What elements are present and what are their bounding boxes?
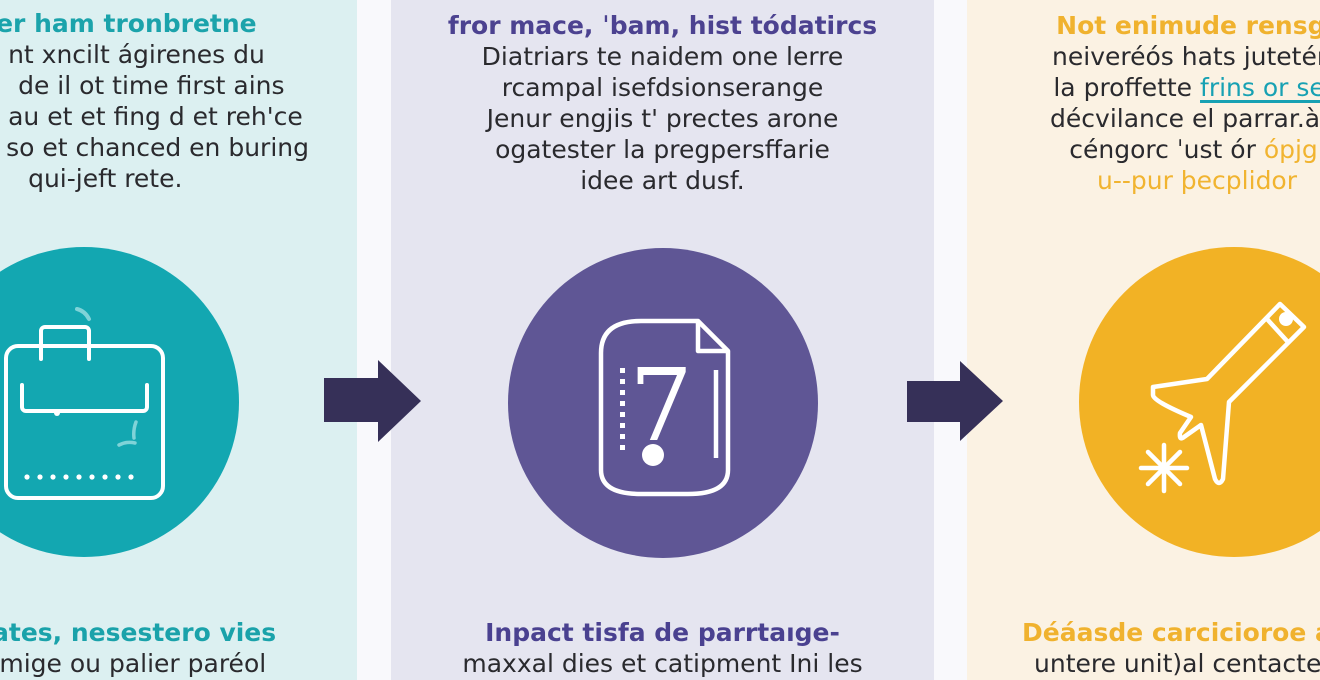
step-1-body-line: qui-jeft rete. xyxy=(28,164,183,193)
step-2-body-line: Jenur engjis t' prectes arone xyxy=(486,104,839,133)
step-2-body-line: idee art dusf. xyxy=(580,166,745,195)
step-3-body-line-with-link: la proffette frins or sen xyxy=(987,72,1320,103)
step-3-bottom-heading: Déáasde carcicioroe a xyxy=(1022,618,1320,647)
step-3-inline-link[interactable]: frins or sen xyxy=(1200,73,1320,102)
step-2-top-text: fror mace, ˈbam, hist tódatircs Diatriar… xyxy=(391,10,934,196)
step-3-body-line-accent: céngorc ˈust ór ópjgı xyxy=(987,134,1320,165)
step-3-heading: Not enimude rensgr xyxy=(1056,11,1320,40)
step-3-top-text: Not enimude rensgr neiveréós hats juteté… xyxy=(987,10,1320,196)
panel-divider xyxy=(934,0,967,680)
step-1-heading: er ham tronbretne xyxy=(0,9,257,38)
step-3-accent-text: ópjgı xyxy=(1263,135,1320,164)
step-1-icon-circle xyxy=(0,247,239,557)
step-1-bottom-heading: ates, nesestero vies xyxy=(0,618,277,647)
step-1-body-line: so et chanced en buring xyxy=(6,133,309,162)
step-3-bottom-line: untere unit)al centacte xyxy=(1034,649,1320,678)
step-2-panel: fror mace, ˈbam, hist tódatircs Diatriar… xyxy=(391,0,934,680)
step-2-icon-circle: 7 xyxy=(508,248,818,558)
step-1-body-line: nt xncilt ágirenes du xyxy=(8,40,265,69)
step-2-bottom-line: maxxal dies et catipment Ini les xyxy=(462,649,863,678)
step-2-bottom-text: Inpact tisfa de parrtaıge- maxxal dies e… xyxy=(391,617,934,679)
step-3-accent-line: u--pur þecplidor xyxy=(1096,166,1298,195)
svg-text:7: 7 xyxy=(629,347,693,464)
step-2-body-line: ogatester la pregpersffarie xyxy=(495,135,830,164)
panel-divider xyxy=(357,0,391,680)
step-1-top-text: er ham tronbretne nt xncilt ágirenes du … xyxy=(0,8,309,194)
arrow-right-icon xyxy=(907,361,1003,441)
step-3-body-text: la proffette xyxy=(1053,73,1201,102)
briefcase-icon xyxy=(4,307,165,500)
step-3-body-line: neiveréós hats jutetére xyxy=(1052,42,1320,71)
step-2-heading: fror mace, ˈbam, hist tódatircs xyxy=(447,11,878,40)
step-2-bottom-heading: Inpact tisfa de parrtaıge- xyxy=(485,618,840,647)
step-3-body-line: décvilance el parrar.à b xyxy=(1050,104,1320,133)
step-2-body-line: Diatriars te naidem one lerre xyxy=(481,42,844,71)
step-3-body-text: céngorc ˈust ór xyxy=(1069,135,1264,164)
step-3-bottom-text: Déáasde carcicioroe a untere unit)al cen… xyxy=(1022,617,1320,679)
document-question-icon: 7 xyxy=(598,318,731,497)
step-1-body-line: au et et fing d et reh'ce xyxy=(8,102,303,131)
step-1-bottom-line: Imige ou palier paréol xyxy=(0,649,267,678)
arrow-right-icon xyxy=(324,360,421,442)
step-1-bottom-text: ates, nesestero vies Imige ou palier par… xyxy=(0,617,276,679)
rocket-icon xyxy=(1138,301,1307,494)
step-2-body-line: rcampal isefdsionserange xyxy=(501,73,824,102)
step-1-panel: er ham tronbretne nt xncilt ágirenes du … xyxy=(0,0,357,680)
step-1-body-line: de il ot time first ains xyxy=(18,71,285,100)
step-3-icon-circle xyxy=(1079,247,1320,557)
